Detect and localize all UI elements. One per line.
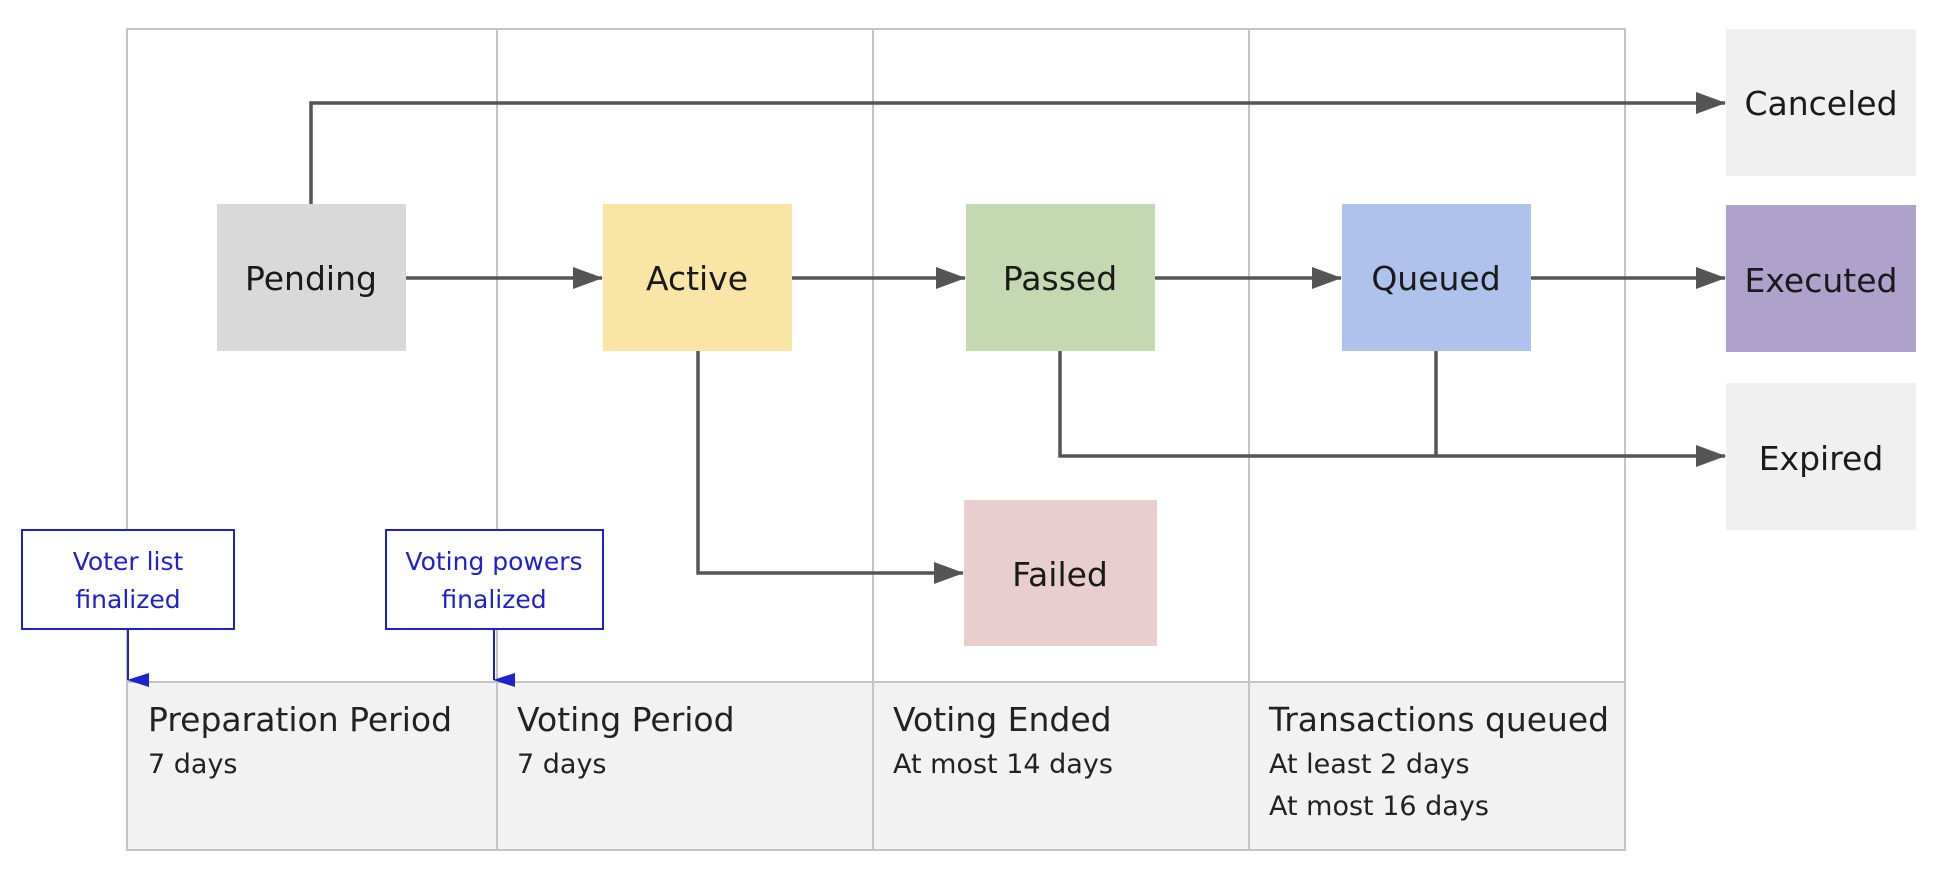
arrow-passed-to-expired: [1058, 351, 1726, 467]
period-title: Voting Ended: [893, 700, 1112, 739]
state-box: [1726, 29, 1916, 176]
arrow-active-to-failed: [696, 351, 964, 584]
state-failed: Failed: [964, 500, 1157, 646]
note-text: Voter list: [73, 547, 184, 576]
state-box: [1726, 383, 1916, 530]
state-label: Executed: [1745, 261, 1898, 300]
period-ended: Voting Ended At most 14 days: [893, 700, 1113, 780]
state-canceled: Canceled: [1726, 29, 1916, 176]
note-text: finalized: [441, 585, 546, 614]
state-label: Expired: [1759, 439, 1884, 478]
period-duration: 7 days: [148, 749, 238, 780]
grid-frame: [126, 28, 1626, 851]
period-band: [127, 682, 1625, 850]
state-expired: Expired: [1726, 383, 1916, 530]
state-box: [964, 500, 1157, 646]
state-label: Active: [646, 259, 748, 298]
period-voting: Voting Period 7 days: [517, 700, 735, 780]
state-box: [217, 204, 406, 351]
state-passed: Passed: [966, 204, 1155, 351]
transition-arrows: [309, 92, 1726, 584]
state-box: [1726, 205, 1916, 352]
state-queued: Queued: [1342, 204, 1531, 351]
state-executed: Executed: [1726, 205, 1916, 352]
timeline-grid: [126, 28, 1626, 851]
arrow-pending-to-canceled: [309, 92, 1726, 204]
state-label: Failed: [1012, 555, 1108, 594]
note-text: Voting powers: [405, 547, 582, 576]
period-duration: At least 2 days: [1269, 749, 1470, 780]
period-duration: At most 16 days: [1269, 791, 1489, 822]
period-duration: At most 14 days: [893, 749, 1113, 780]
state-label: Canceled: [1744, 84, 1897, 123]
state-pending: Pending: [217, 204, 406, 351]
note-box: [385, 529, 604, 630]
state-label: Queued: [1371, 259, 1500, 298]
note-voting-powers: Voting powers finalized: [385, 529, 604, 687]
period-title: Preparation Period: [148, 700, 452, 739]
period-duration: 7 days: [517, 749, 607, 780]
state-box: [603, 204, 792, 351]
period-title: Voting Period: [517, 700, 735, 739]
period-title: Transactions queued: [1268, 700, 1609, 739]
state-active: Active: [603, 204, 792, 351]
state-label: Pending: [245, 259, 377, 298]
period-queued: Transactions queued At least 2 days At m…: [1268, 700, 1609, 822]
note-text: finalized: [75, 585, 180, 614]
note-box: [21, 529, 235, 630]
period-preparation: Preparation Period 7 days: [148, 700, 452, 780]
state-box: [966, 204, 1155, 351]
state-box: [1342, 204, 1531, 351]
note-voter-list: Voter list finalized: [21, 529, 235, 687]
state-label: Passed: [1003, 259, 1117, 298]
